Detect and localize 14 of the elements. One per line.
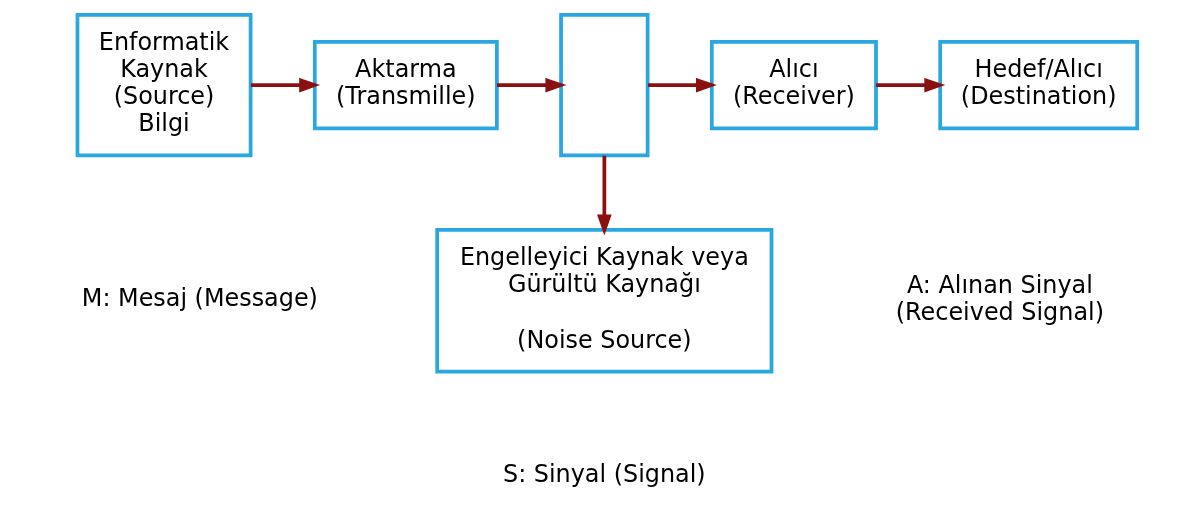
node-box: Enformatik Kaynak (Source) Bilgi <box>75 12 253 157</box>
arrow <box>496 77 567 92</box>
node-box: Aktarma (Transmille) <box>312 39 499 130</box>
arrow <box>648 77 717 92</box>
label: M: Mesaj (Message) <box>81 283 318 312</box>
arrow <box>250 77 321 92</box>
node-box: Engelleyici Kaynak veya Gürültü Kaynağı (Noise Source) <box>435 227 774 374</box>
arrow <box>597 155 612 235</box>
arrow <box>876 77 946 92</box>
node-box: Hedef/Alıcı (Destination) <box>938 39 1140 130</box>
label: A: Alınan Sinyal (Received Signal) <box>895 270 1104 326</box>
node-box: Alıcı (Receiver) <box>709 39 878 130</box>
label: S: Sinyal (Signal) <box>503 459 706 488</box>
node-box <box>559 12 650 157</box>
